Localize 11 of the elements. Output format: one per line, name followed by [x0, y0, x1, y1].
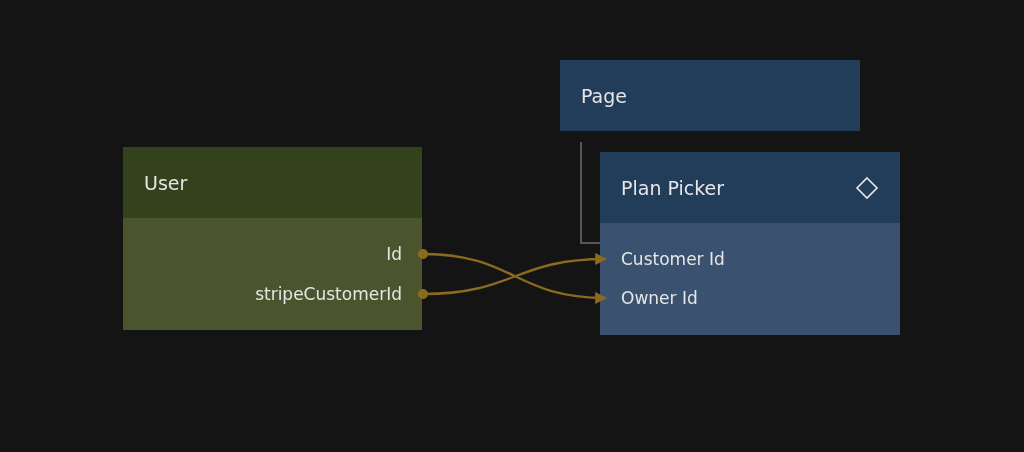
- field-label: Id: [386, 244, 402, 264]
- node-title: Page: [581, 84, 627, 108]
- node-card: [123, 147, 422, 330]
- node-card: [560, 60, 860, 131]
- node-title: Plan Picker: [621, 176, 725, 200]
- node-title: User: [144, 171, 188, 195]
- connector-line: [580, 141, 601, 244]
- field-label: Customer Id: [621, 249, 725, 269]
- field-label: stripeCustomerId: [255, 284, 402, 304]
- field-label: Owner Id: [621, 288, 698, 308]
- node-card: [600, 152, 900, 335]
